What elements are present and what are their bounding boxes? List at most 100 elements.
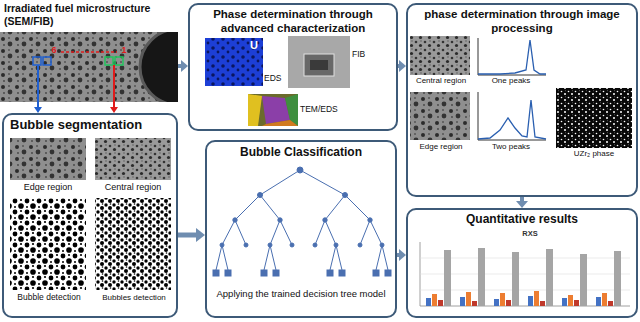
- decision-tree-part: [373, 270, 379, 276]
- box-heading: Irradiated fuel microstructure (SEM/FIB): [4, 2, 169, 27]
- decision-tree-part: [278, 218, 282, 222]
- decision-tree-part: [268, 243, 272, 247]
- arrowhead: [181, 60, 188, 72]
- decision-tree-part: [336, 245, 342, 270]
- arrow-shaft: [113, 102, 115, 107]
- box-heading: phase determination through image proces…: [413, 8, 631, 36]
- decision-tree: [213, 167, 391, 276]
- callout-number: 6: [49, 45, 59, 55]
- image-processing-figures: [410, 36, 632, 148]
- decision-tree-part: [261, 270, 267, 276]
- bar-chart-part-part: [506, 300, 511, 306]
- image-caption: Bubbles detection: [93, 293, 175, 302]
- bar-chart-part: [426, 248, 621, 306]
- image-processing-figures-part: [410, 36, 470, 75]
- eds-map-part: [205, 38, 263, 86]
- fib-image-part: [288, 36, 350, 88]
- fib-image-part: [304, 54, 334, 76]
- decision-tree-part: [360, 220, 370, 245]
- decision-tree-part: [273, 270, 279, 276]
- decision-tree-part: [270, 220, 280, 245]
- callout-number: 1: [119, 45, 129, 55]
- flow-arrow: [516, 197, 528, 208]
- image-caption: Edge region: [410, 142, 472, 151]
- box-heading: Phase determination through advanced cha…: [195, 8, 391, 36]
- decision-tree-part: [345, 195, 370, 220]
- element-label: U: [246, 39, 262, 52]
- decision-tree-part: [334, 243, 338, 247]
- bar-chart-part-part: [438, 300, 443, 306]
- decision-tree-part: [260, 195, 280, 220]
- process-box: Bubble segmentation: [2, 113, 178, 318]
- bar-chart-part: [420, 258, 630, 259]
- eds-map: [205, 38, 263, 86]
- box-heading: Quantitative results: [413, 212, 631, 226]
- flow-arrow: [34, 102, 42, 113]
- image-caption: One peaks: [476, 76, 546, 85]
- arrowhead: [516, 201, 528, 208]
- process-box: Bubble ClassificationApplying the traine…: [205, 140, 397, 318]
- bar-chart-part-part: [528, 296, 533, 306]
- image-caption: FIB: [352, 50, 376, 60]
- arrowhead: [399, 60, 406, 72]
- decision-tree-part: [358, 243, 362, 247]
- decision-tree-part: [222, 220, 235, 245]
- decision-tree-part: [216, 245, 222, 270]
- segmentation-figures-part: [10, 138, 86, 180]
- bar-chart-part-part: [574, 300, 579, 306]
- sem-image: [0, 29, 216, 105]
- arrow-shaft: [37, 102, 39, 107]
- chart-title: RXS: [500, 230, 560, 239]
- bar-chart-part-part: [568, 295, 573, 306]
- tem-map-part: [248, 94, 298, 126]
- image-processing-figures-part: [478, 92, 479, 140]
- decision-tree-part: [225, 270, 231, 276]
- decision-tree-part: [222, 245, 228, 270]
- decision-tree-part: [380, 243, 384, 247]
- fib-image: [288, 36, 350, 88]
- decision-tree-part: [244, 243, 248, 247]
- decision-tree-part: [213, 270, 219, 276]
- decision-tree-part: [368, 218, 372, 222]
- decision-tree-part: [327, 270, 333, 276]
- decision-tree-part: [315, 220, 325, 245]
- image-caption: UZr₂ phase: [556, 149, 632, 158]
- decision-tree-part: [264, 245, 270, 270]
- tem-map-part: [248, 94, 262, 126]
- bar-chart-part-part: [432, 294, 437, 306]
- decision-tree-part: [235, 220, 246, 245]
- bar-chart-part-part: [534, 291, 539, 306]
- image-processing-figures-part: [478, 140, 546, 141]
- bar-chart-part-part: [562, 298, 567, 306]
- image-caption: Bubble detection: [8, 293, 90, 303]
- arrow-shaft: [520, 197, 524, 201]
- flow-arrow: [398, 60, 406, 72]
- tem-map-part: [262, 120, 298, 126]
- image-panel: Irradiated fuel microstructure (SEM/FIB): [2, 2, 178, 102]
- arrow-shaft: [397, 253, 399, 257]
- decision-tree-part: [385, 270, 391, 276]
- image-processing-figures-part: [478, 38, 479, 75]
- decision-tree-part: [330, 245, 336, 270]
- segmentation-figures-part: [95, 198, 171, 290]
- bar-chart-part-part: [500, 293, 505, 306]
- segmentation-figures-part: [10, 198, 86, 290]
- sem-image-part: [43, 57, 51, 65]
- arrow-shaft: [178, 233, 196, 238]
- sem-image-part: [33, 57, 41, 65]
- decision-tree-part: [325, 195, 345, 220]
- tem-map: [248, 94, 298, 126]
- arrow-shaft: [178, 64, 181, 68]
- decision-tree-part: [260, 170, 300, 195]
- decision-tree-part: [313, 243, 317, 247]
- bar-chart-part-part: [608, 301, 613, 306]
- bar-chart-part-part: [466, 292, 471, 306]
- arrow-shaft: [398, 64, 399, 68]
- decision-tree-part: [370, 220, 382, 245]
- box-heading: Bubble segmentation: [10, 117, 170, 133]
- decision-tree-part: [297, 167, 303, 173]
